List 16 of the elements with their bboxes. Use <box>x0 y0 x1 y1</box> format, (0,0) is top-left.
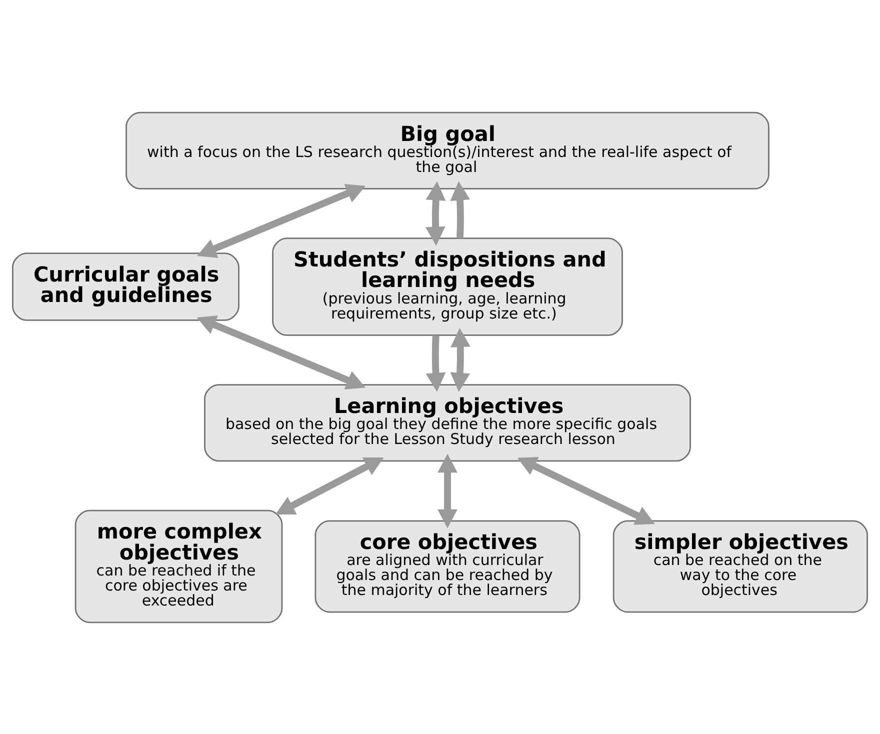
arrow <box>438 453 458 528</box>
arrow <box>450 180 470 238</box>
node-box: Students’ dispositions and learning needs (previous learning, age, learning requirements, group size etc.) <box>272 237 623 336</box>
arrow <box>517 456 655 524</box>
node-box: Curricular goals and guidelines <box>12 252 240 320</box>
node-box: Big goal with a focus on the LS research question(s)/interest and the real-life aspect of the goal <box>126 111 770 189</box>
node-box: core objectives are aligned with curricular goals and can be reached by the majority of the learners <box>314 520 580 612</box>
arrow <box>450 328 470 392</box>
arrow <box>196 315 366 390</box>
node-box: more complex objectives can be reached if the core objectives are exceeded <box>74 509 283 623</box>
node-box: simpler objectives can be reached on the way to the core objectives <box>612 520 868 612</box>
node-box: Learning objectives based on the big goal they define the more specific goals selected for the Lesson Study research lesson <box>204 384 691 462</box>
arrow <box>425 180 446 246</box>
arrow <box>196 183 366 258</box>
arrow <box>426 334 446 392</box>
arrow <box>275 457 384 514</box>
